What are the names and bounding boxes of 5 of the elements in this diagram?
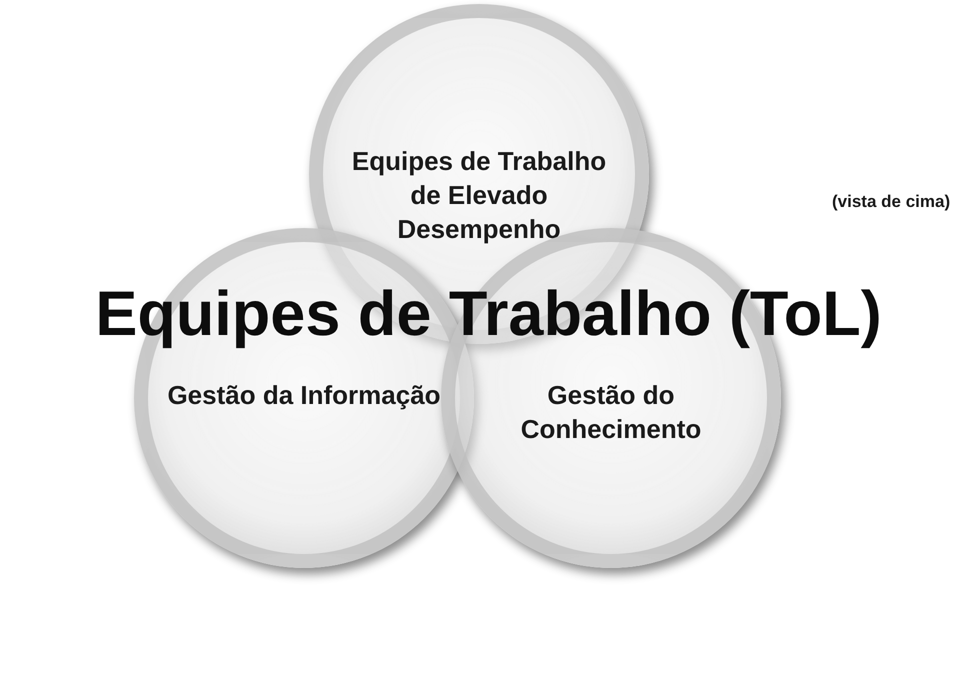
note-text: (vista de cima) bbox=[832, 192, 950, 212]
title: Equipes de Trabalho (ToL) bbox=[94, 278, 883, 350]
circle-label: Equipes de Trabalho de Elevado Desempenho bbox=[350, 145, 608, 246]
circle-label: Gestão da Informação bbox=[166, 379, 442, 412]
circle-label: Gestão do Conhecimento bbox=[520, 379, 702, 446]
